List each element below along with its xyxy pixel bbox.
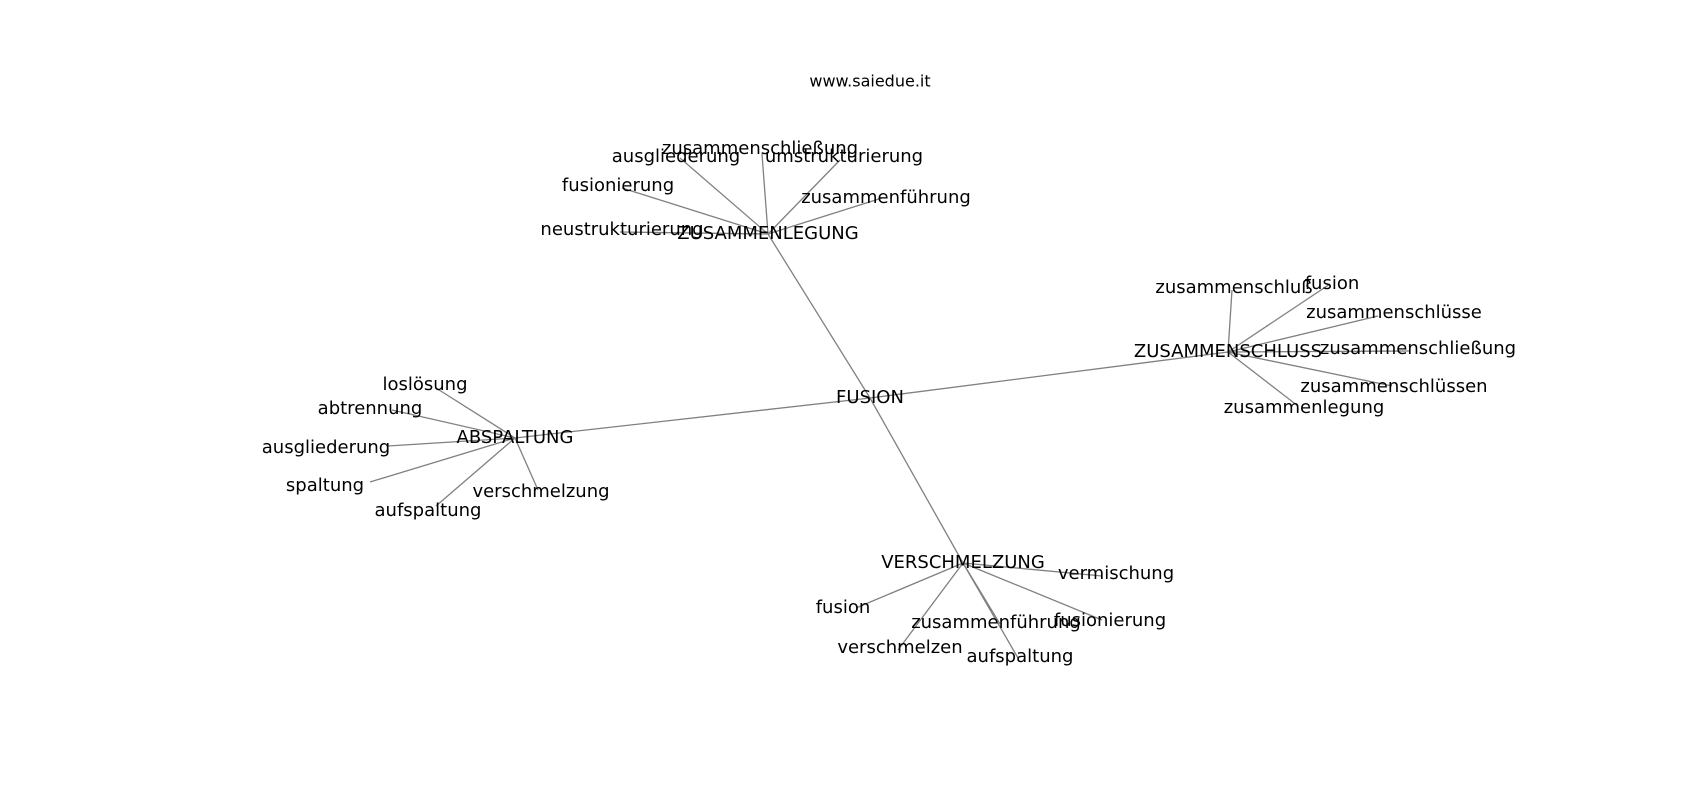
edge-root-to-hub xyxy=(869,397,964,564)
labels-layer: www.saiedue.it FUSION zusammenschließung… xyxy=(262,72,1516,668)
edge-hub-to-child xyxy=(1227,351,1393,387)
hub-node-label: ABSPALTUNG xyxy=(457,427,574,448)
edge-hub-to-child xyxy=(369,437,516,483)
child-node-label: spaltung xyxy=(286,475,364,496)
edge-hub-to-child xyxy=(897,562,964,651)
edge-hub-to-child xyxy=(621,187,769,235)
child-node-label: loslösung xyxy=(382,374,467,395)
edge-hub-to-child xyxy=(1227,315,1379,353)
edge-root-to-hub xyxy=(514,397,871,439)
edge-hub-to-child xyxy=(855,562,964,609)
child-node-label: abtrennung xyxy=(318,398,423,419)
hub-node-label: VERSCHMELZUNG xyxy=(881,552,1045,573)
child-node-label: fusion xyxy=(816,597,871,618)
child-node-label: vermischung xyxy=(1058,563,1174,584)
edges-layer xyxy=(369,153,1411,659)
child-node-label: verschmelzen xyxy=(837,637,962,658)
edge-hub-to-child xyxy=(619,231,769,235)
hub-node-label: ZUSAMMENSCHLUSS xyxy=(1134,341,1322,362)
child-node-label: ausgliederung xyxy=(612,146,740,167)
child-node-label: zusammenführung xyxy=(801,187,971,208)
edge-hub-to-child xyxy=(679,157,769,235)
edge-hub-to-child xyxy=(1227,351,1299,407)
edge-hub-to-child xyxy=(1227,289,1233,353)
child-node-label: zusammenschluß xyxy=(1155,277,1312,298)
child-node-label: aufspaltung xyxy=(375,500,482,521)
edge-hub-to-child xyxy=(387,437,516,447)
edge-hub-to-child xyxy=(962,562,1103,577)
child-node-label: aufspaltung xyxy=(967,646,1074,667)
edge-hub-to-child xyxy=(391,409,516,439)
edge-hub-to-child xyxy=(1227,350,1411,353)
child-node-label: ausgliederung xyxy=(262,437,390,458)
child-node-label: zusammenschlüsse xyxy=(1306,302,1482,323)
edge-hub-to-child xyxy=(962,562,1103,621)
child-node-label: umstrukturierung xyxy=(765,146,923,167)
edge-hub-to-child xyxy=(761,153,769,235)
edge-root-to-hub xyxy=(767,233,871,399)
child-node-label: fusionierung xyxy=(562,175,674,196)
edge-hub-to-child xyxy=(767,197,883,235)
child-node-label: zusammenführung xyxy=(911,612,1081,633)
edge-hub-to-child xyxy=(962,562,1019,659)
edge-hub-to-child xyxy=(435,387,516,439)
edge-root-to-hub xyxy=(869,351,1229,399)
child-node-label: zusammenschließung xyxy=(662,138,858,159)
child-node-label: fusionierung xyxy=(1054,610,1166,631)
child-node-label: verschmelzung xyxy=(472,481,609,502)
root-node-label: FUSION xyxy=(836,387,904,408)
child-node-label: zusammenlegung xyxy=(1224,397,1385,418)
hub-node-label: ZUSAMMENLEGUNG xyxy=(677,223,858,244)
child-node-label: neustrukturierung xyxy=(540,219,703,240)
edge-hub-to-child xyxy=(435,437,516,507)
source-label: www.saiedue.it xyxy=(809,72,930,91)
child-node-label: zusammenschließung xyxy=(1320,338,1516,359)
child-node-label: zusammenschlüssen xyxy=(1300,376,1487,397)
edge-hub-to-child xyxy=(767,159,841,235)
edge-hub-to-child xyxy=(514,437,539,491)
edge-hub-to-child xyxy=(1227,283,1331,353)
child-node-label: fusion xyxy=(1305,273,1360,294)
